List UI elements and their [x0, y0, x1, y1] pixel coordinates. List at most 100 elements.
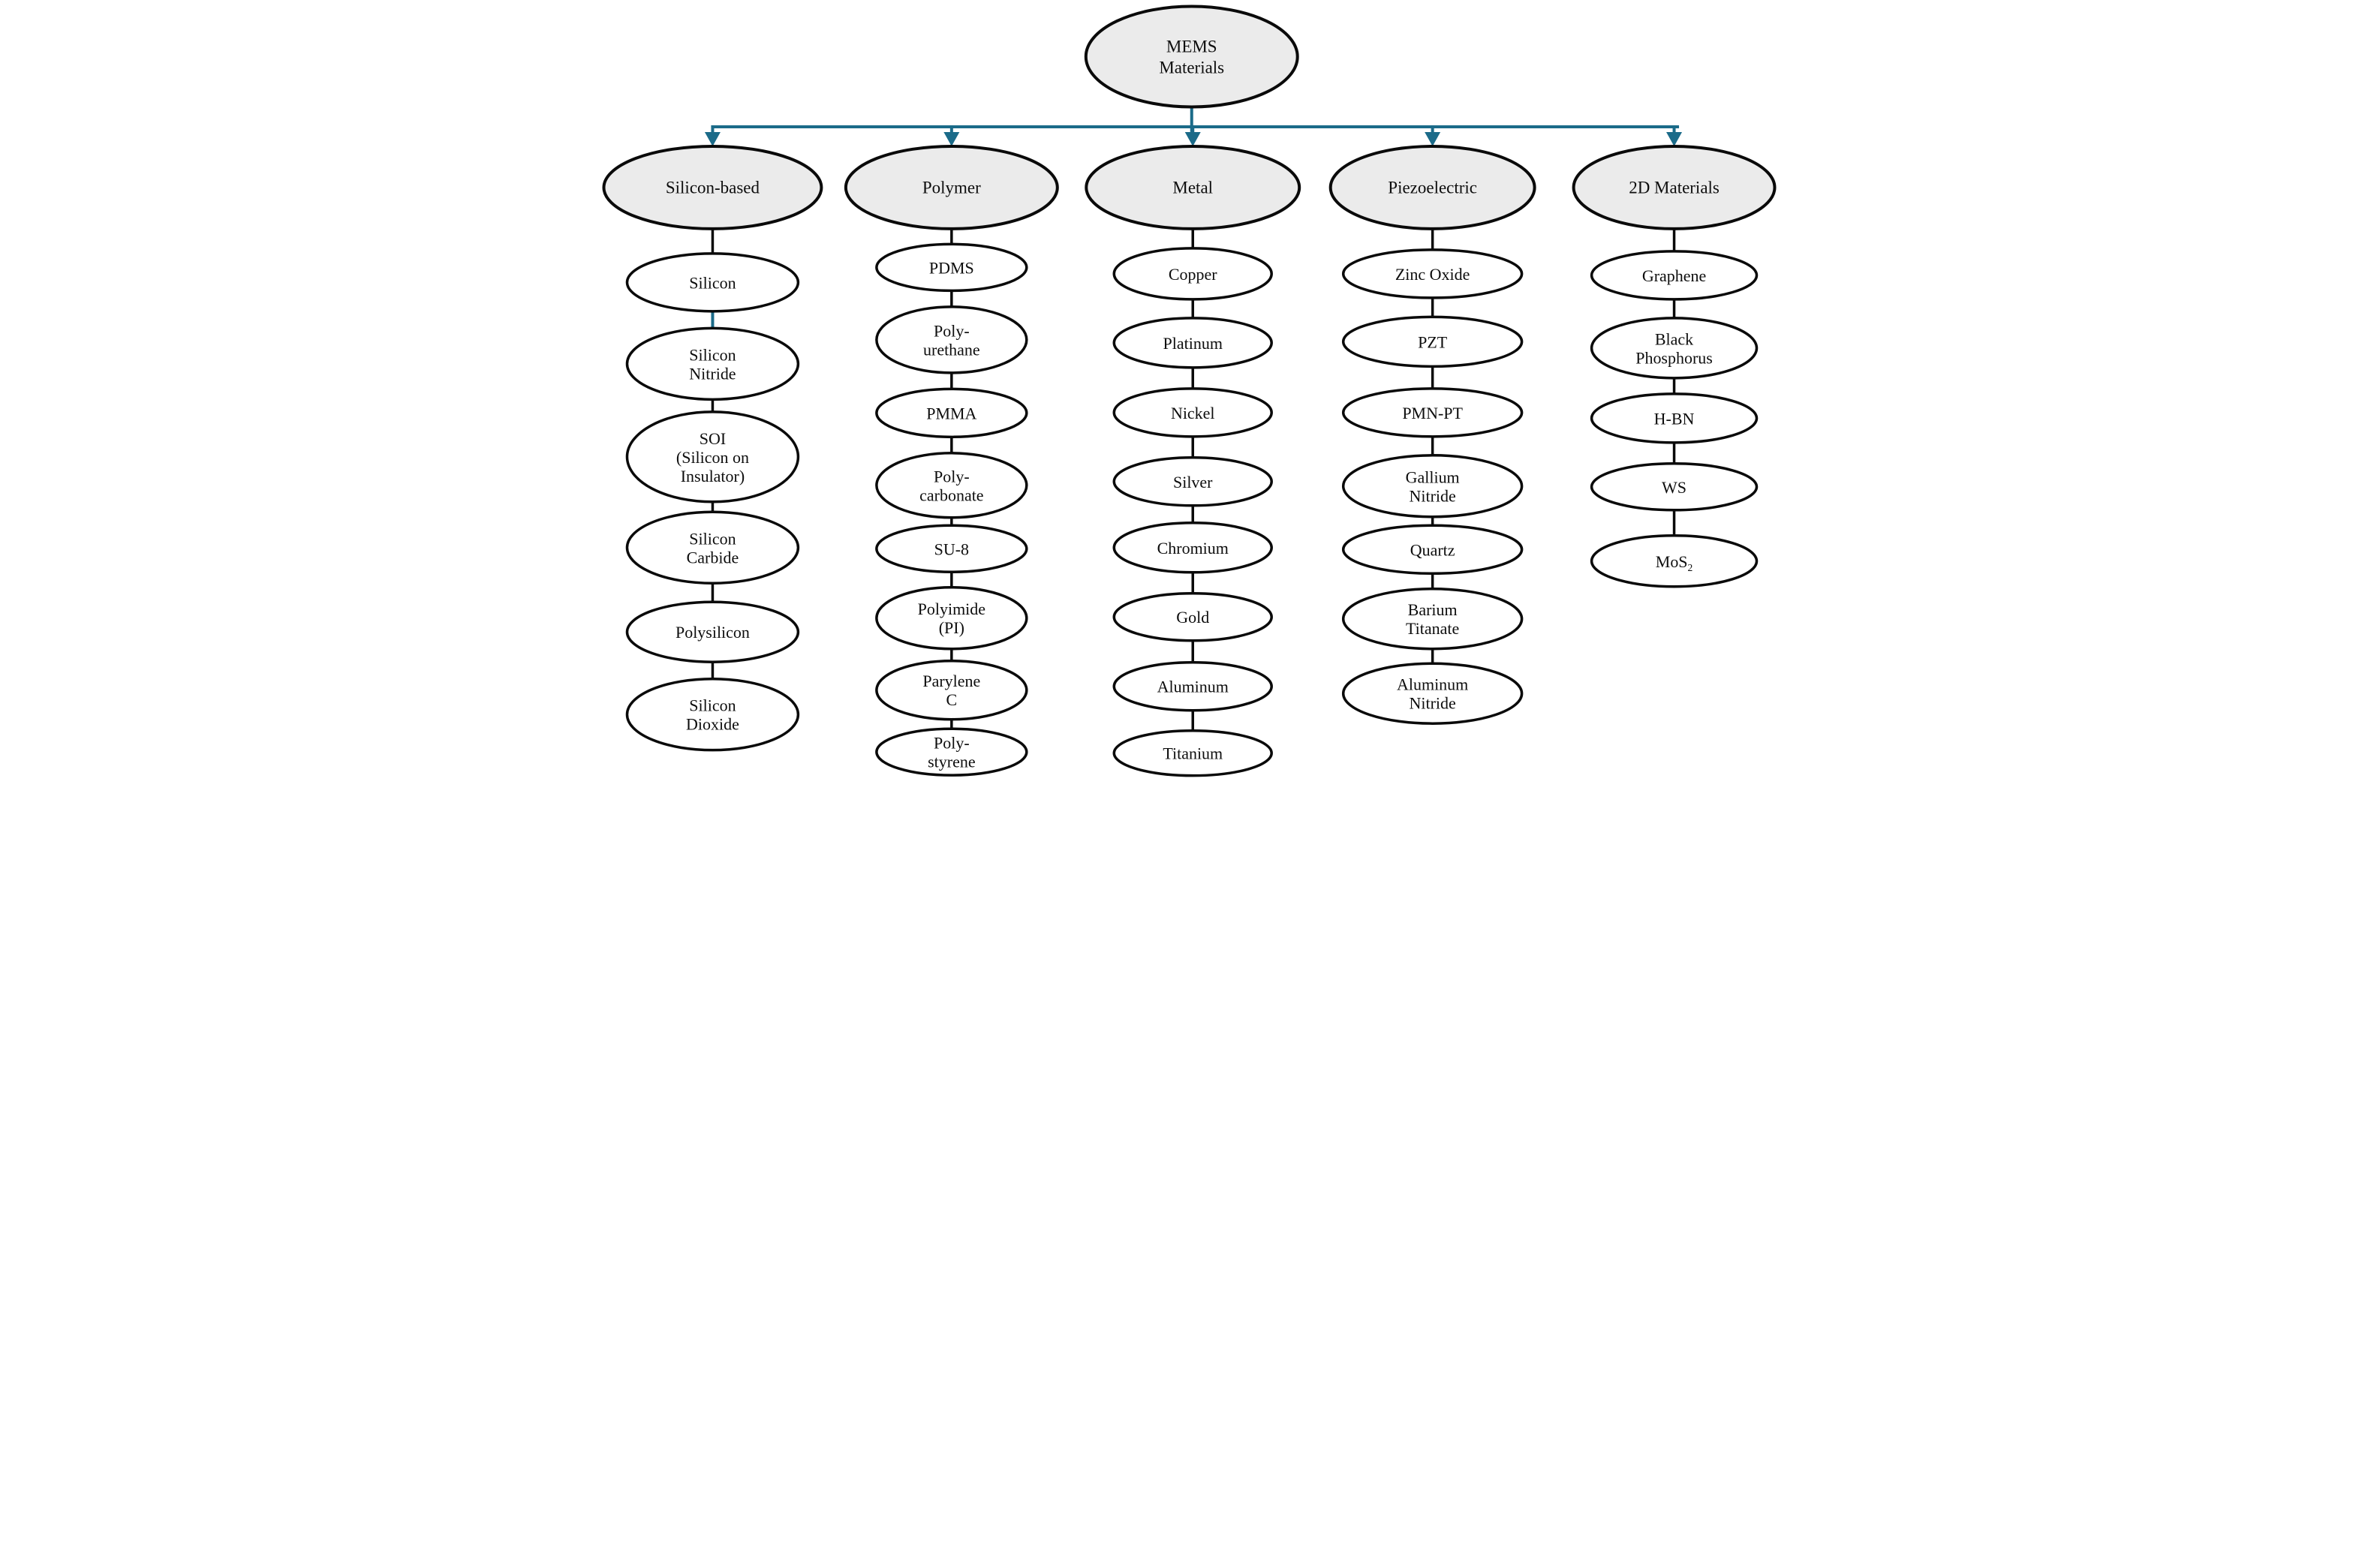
node-label-pdms: PDMS — [929, 258, 974, 277]
arrow-down-icon — [704, 131, 721, 146]
node-label-line: PZT — [1418, 332, 1448, 351]
node-2d-materials — [1572, 144, 1777, 230]
node-label-line: PMMA — [926, 404, 976, 422]
node-label-line: Insulator) — [681, 466, 745, 485]
node-label-line: Aluminum — [1397, 675, 1468, 693]
node-poly-urethane — [875, 305, 1028, 374]
node-label-line: Titanium — [1163, 744, 1223, 762]
node-label-zinc-oxide: Zinc Oxide — [1395, 264, 1470, 283]
node-label-line: Polyimide — [918, 600, 985, 618]
node-pmn-pt — [1341, 387, 1524, 438]
node-aluminum-nitride — [1341, 662, 1524, 725]
node-label-line: (PI) — [939, 618, 964, 637]
node-nickel — [1112, 387, 1273, 438]
node-label-line: Platinum — [1163, 333, 1223, 352]
node-silicon-based — [602, 144, 823, 230]
node-label-pmma: PMMA — [926, 404, 976, 422]
node-mos2 — [1590, 534, 1759, 588]
node-label-metal: Metal — [1172, 178, 1213, 197]
arrow-down-icon — [1425, 131, 1441, 146]
node-label-graphene: Graphene — [1642, 266, 1706, 284]
node-zinc-oxide — [1341, 248, 1524, 299]
node-label-line: Silicon — [689, 273, 736, 292]
node-label-line: SOI — [700, 428, 726, 447]
node-quartz — [1341, 524, 1524, 576]
node-polyimide-pi — [875, 586, 1028, 651]
node-label-polysilicon: Polysilicon — [675, 623, 750, 642]
node-label-line: Parylene — [922, 672, 980, 690]
node-label-poly-carbonate: Poly-carbonate — [919, 467, 983, 504]
node-label-line: H-BN — [1654, 409, 1695, 428]
node-label-line: Nickel — [1171, 403, 1215, 422]
node-label-pzt: PZT — [1418, 332, 1448, 351]
node-label-line: Silicon — [689, 529, 736, 548]
arrow-down-icon — [1184, 131, 1201, 146]
node-label-chromium: Chromium — [1157, 538, 1229, 557]
node-label-line: (Silicon on — [676, 447, 749, 466]
node-label-copper: Copper — [1169, 264, 1217, 283]
node-black-phosphorus — [1590, 317, 1759, 380]
node-label-platinum: Platinum — [1163, 333, 1223, 352]
node-label-poly-urethane: Poly-urethane — [923, 321, 980, 359]
node-silicon — [625, 252, 800, 313]
node-label-piezoelectric: Piezoelectric — [1388, 178, 1477, 197]
node-silver — [1112, 456, 1273, 507]
node-label-line: C — [946, 690, 958, 709]
node-label-line: Nitride — [1410, 693, 1456, 712]
node-label-subscript: 2 — [1688, 561, 1693, 573]
node-gallium-nitride — [1341, 454, 1524, 518]
node-label-line: Quartz — [1410, 540, 1455, 559]
node-pdms — [875, 242, 1028, 293]
node-platinum — [1112, 317, 1273, 369]
node-label-line: MEMS — [1166, 37, 1217, 56]
node-label-titanium: Titanium — [1163, 744, 1223, 762]
node-label-line: Copper — [1169, 264, 1217, 283]
node-label-line: Carbide — [687, 548, 739, 567]
node-silicon-dioxide — [625, 677, 800, 752]
node-label-line: Chromium — [1157, 538, 1229, 557]
node-label-line: WS — [1662, 477, 1686, 496]
node-soi-silicon-on-insulator — [625, 410, 800, 503]
node-label-gold: Gold — [1176, 608, 1209, 627]
node-label-silver: Silver — [1173, 472, 1213, 491]
node-label-nickel: Nickel — [1171, 403, 1215, 422]
node-silicon-carbide — [625, 510, 800, 585]
node-label-line: Aluminum — [1157, 677, 1229, 696]
node-label-line: Polysilicon — [675, 623, 750, 642]
node-label-line: Titanate — [1406, 619, 1459, 638]
node-label-line: styrene — [928, 752, 975, 771]
node-label-line: Nitride — [1410, 486, 1456, 505]
node-label-line: urethane — [923, 340, 980, 359]
node-titanium — [1112, 729, 1273, 777]
node-ws — [1590, 462, 1759, 512]
node-label-ws: WS — [1662, 477, 1686, 496]
node-label-line: PMN-PT — [1402, 403, 1463, 422]
node-poly-carbonate — [875, 452, 1028, 519]
node-mems-materials — [1084, 5, 1299, 109]
node-poly-styrene — [875, 727, 1028, 777]
node-label-line: Barium — [1408, 600, 1458, 619]
arrow-down-icon — [1666, 131, 1683, 146]
node-pzt — [1341, 315, 1524, 368]
node-label-line: Poly- — [934, 467, 970, 485]
node-aluminum — [1112, 660, 1273, 712]
node-su-8 — [875, 524, 1028, 574]
node-polymer — [844, 144, 1059, 230]
node-label-polymer: Polymer — [922, 178, 981, 197]
node-label-aluminum: Aluminum — [1157, 677, 1229, 696]
arrow-down-icon — [943, 131, 960, 146]
node-polysilicon — [625, 600, 800, 663]
node-label-pmn-pt: PMN-PT — [1402, 403, 1463, 422]
node-metal — [1085, 144, 1301, 230]
node-gold — [1112, 592, 1273, 642]
node-piezoelectric — [1328, 144, 1536, 230]
node-h-bn — [1590, 392, 1759, 444]
node-label-line: carbonate — [919, 485, 983, 504]
